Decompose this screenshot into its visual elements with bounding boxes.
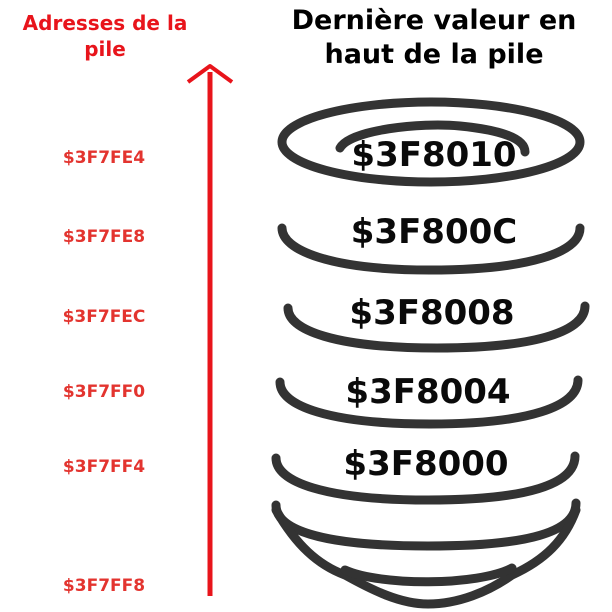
stack-value-5: $3F8000 xyxy=(343,444,509,484)
stack-base-rim xyxy=(271,498,581,551)
stack-ring-top xyxy=(277,97,585,187)
address-label-3F7FF4: $3F7FF4 xyxy=(62,457,146,477)
address-label-3F7FF0: $3F7FF0 xyxy=(62,382,146,402)
stack-ring-3 xyxy=(283,301,590,353)
top-value-heading: Dernière valeur en haut de la pile xyxy=(291,5,577,70)
address-arrow xyxy=(186,64,234,596)
stack-value-2: $3F800C xyxy=(350,212,518,252)
stack-value-top: $3F8010 xyxy=(351,135,517,175)
stack-value-3: $3F8008 xyxy=(349,293,515,333)
address-label-3F7FE4: $3F7FE4 xyxy=(62,148,146,168)
stack-ring-2 xyxy=(277,223,585,275)
stack-spiral-inner xyxy=(335,120,530,157)
stack-ring-5 xyxy=(271,451,580,505)
stack-value-4: $3F8004 xyxy=(345,372,511,412)
stack-base-foot xyxy=(340,563,517,587)
address-label-3F7FE8: $3F7FE8 xyxy=(62,227,146,247)
address-label-3F7FF8: $3F7FF8 xyxy=(62,576,146,596)
stack-ring-4 xyxy=(275,375,583,429)
address-label-3F7FEC: $3F7FEC xyxy=(62,307,146,327)
addresses-heading: Adresses de la pile xyxy=(22,11,188,61)
stack-base-bowl xyxy=(271,505,581,609)
